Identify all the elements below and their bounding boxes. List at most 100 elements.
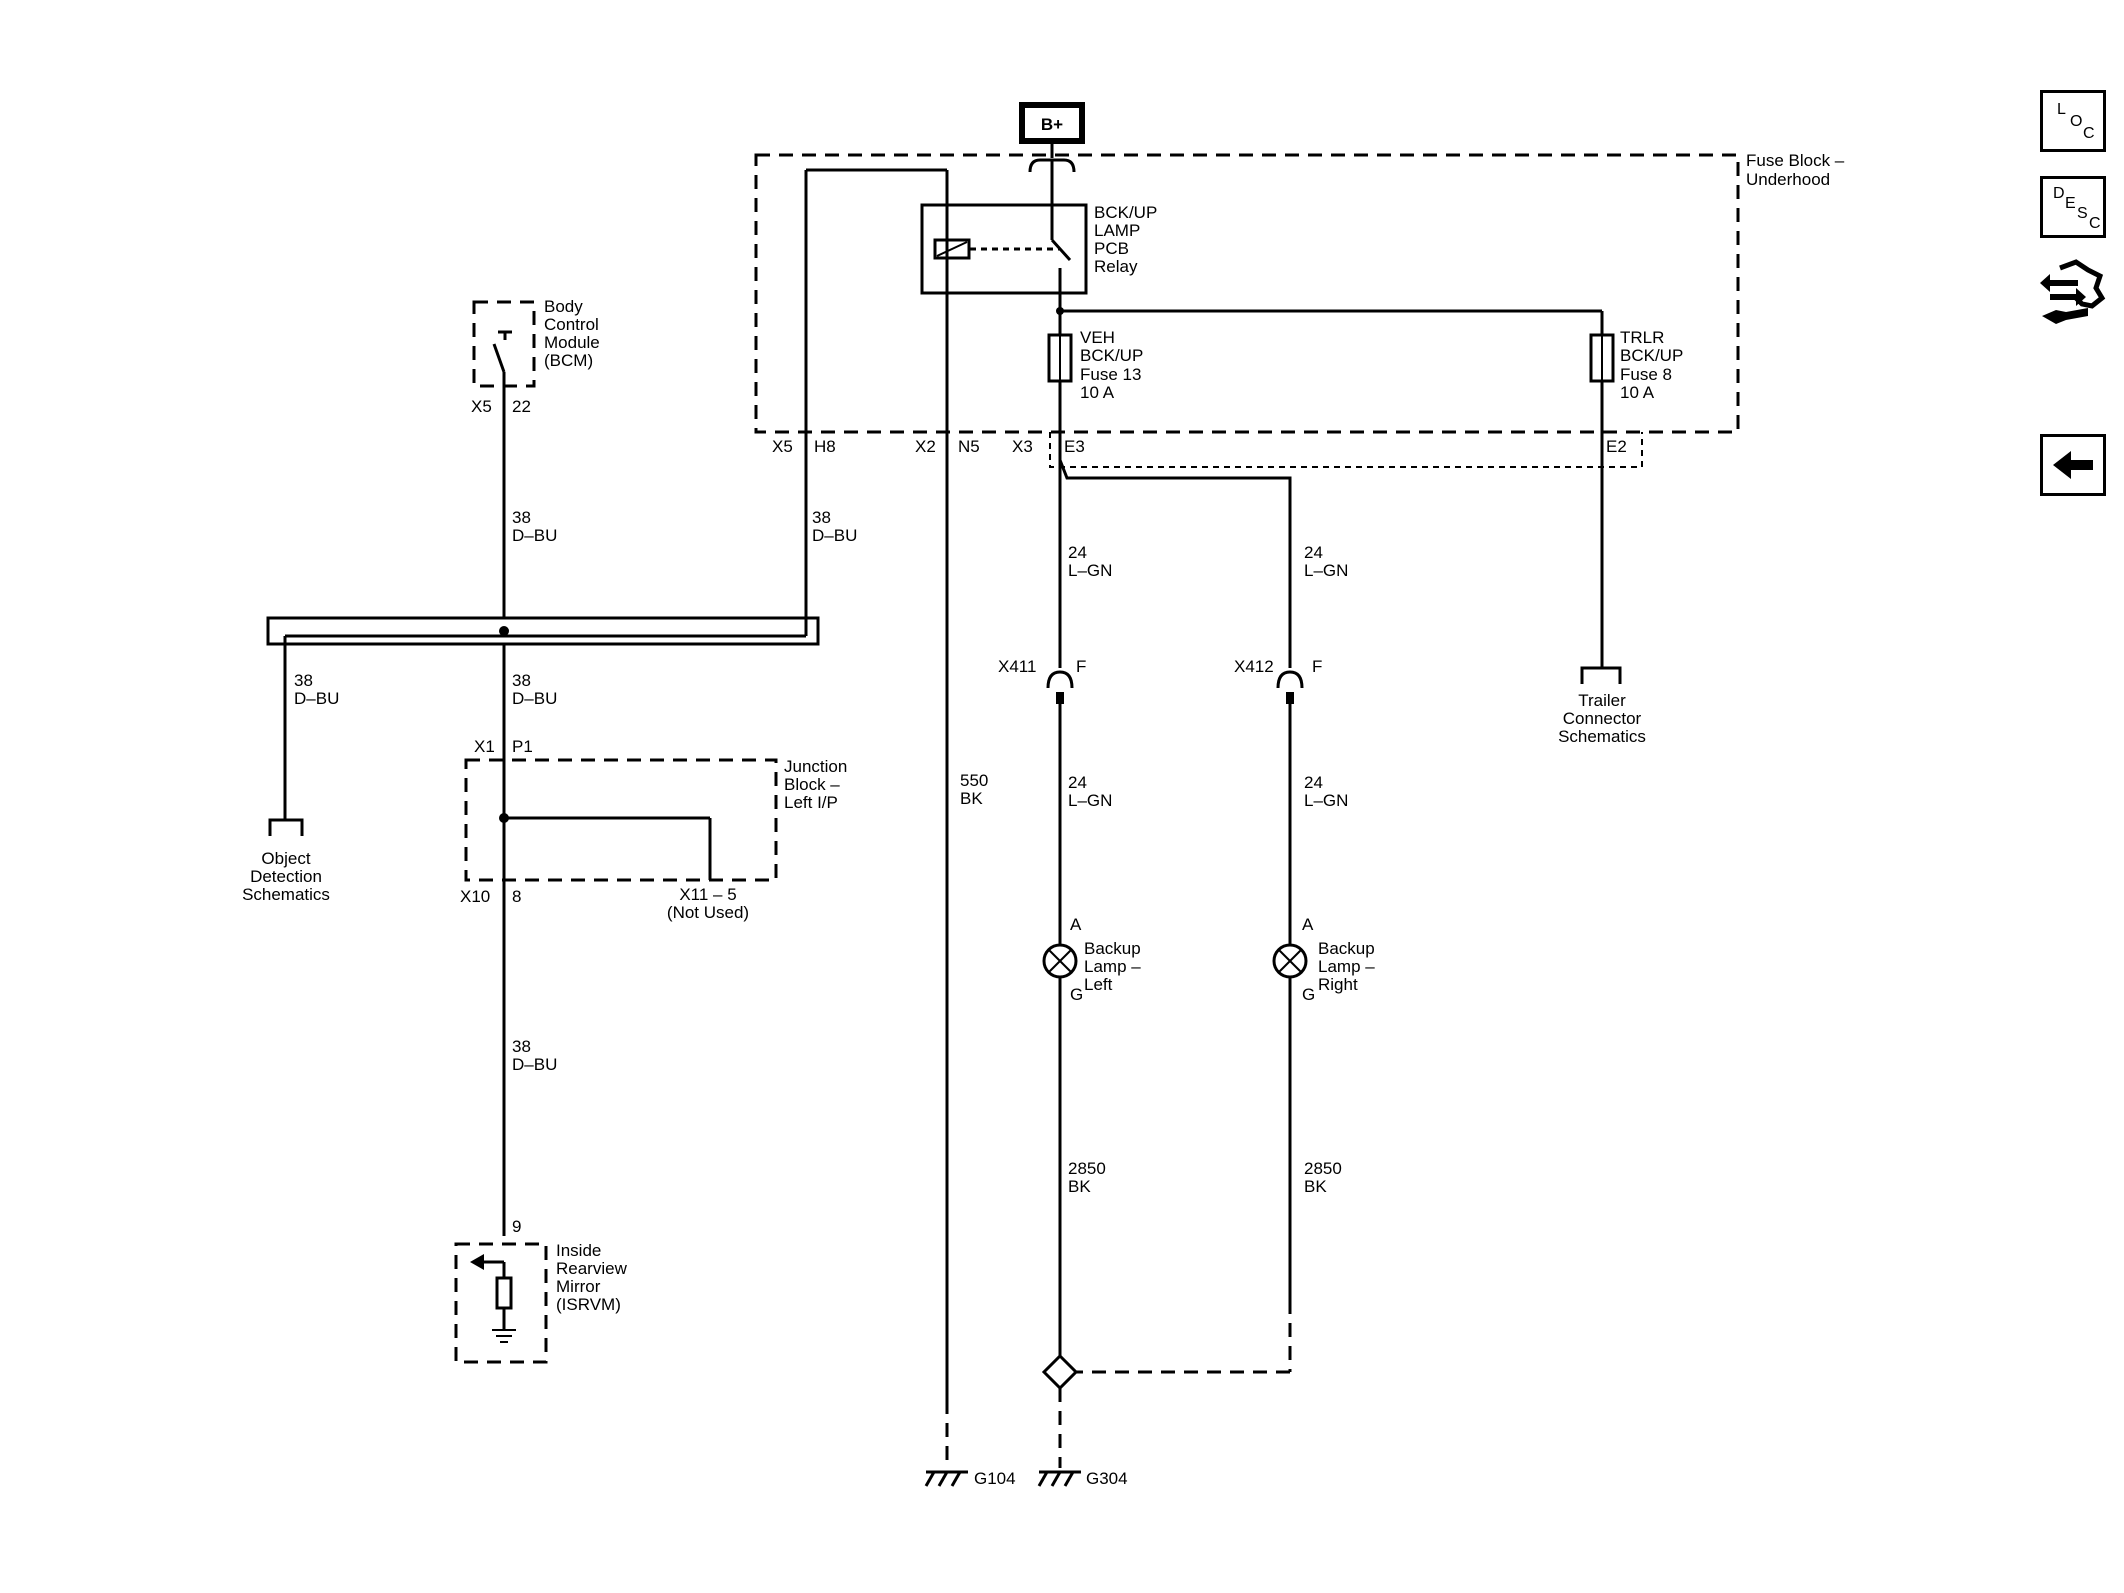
fuse-veh-label-4: 10 A [1080,383,1115,402]
junction-block-label-1: Junction [784,757,847,776]
fb-connector-x2: X2 [915,437,936,456]
fb-pin-e2: E2 [1606,437,1627,456]
connector-repair-button[interactable] [2036,254,2108,334]
relay-label-4: Relay [1094,257,1138,276]
desc-d: D [2053,185,2065,202]
x412-pin: F [1312,657,1322,676]
mirror-label-2: Rearview [556,1259,628,1278]
bcm-label-3: Module [544,333,600,352]
object-detection-connector: Object Detection Schematics [242,818,330,904]
x412-label: X412 [1234,657,1274,676]
wire-lgn-label: L–GN [1304,791,1348,810]
connector-repair-icon [2040,259,2106,324]
inside-rearview-mirror: 9 Inside Rearview Mirror (ISRVM) [454,1217,628,1364]
wire-38-label: 38 [512,1037,531,1056]
bcm-label-1: Body [544,297,583,316]
desc-e: E [2065,195,2076,212]
connector-x412: X412 F [1234,657,1322,704]
trailer-connector-label-1: Trailer [1578,691,1626,710]
mirror-label-1: Inside [556,1241,601,1260]
desc-c: C [2089,215,2101,232]
fb-pin-e3: E3 [1064,437,1085,456]
loc-o: O [2070,113,2083,130]
wire-bk-label: BK [960,789,983,808]
fuse-trlr-label-2: BCK/UP [1620,346,1683,365]
fb-pin-h8: H8 [814,437,836,456]
mirror-label-3: Mirror [556,1277,601,1296]
lamp-right-label-1: Backup [1318,939,1375,958]
ground-g104-label: G104 [974,1469,1016,1488]
bcm-label-2: Control [544,315,599,334]
wire-2850-label: 2850 [1068,1159,1106,1178]
wire-24-label: 24 [1068,543,1087,562]
relay-label-2: LAMP [1094,221,1140,240]
wire-dbu-label: D–BU [512,689,557,708]
object-detection-label-2: Detection [250,867,322,886]
fuse-veh-label-1: VEH [1080,328,1115,347]
jb-connector-x11: X11 – 5 [679,885,736,904]
desc-s: S [2077,205,2088,222]
lamp-left-pin-g: G [1070,985,1083,1004]
lamp-right-pin-g: G [1302,985,1315,1004]
fuse-trlr-label-1: TRLR [1620,328,1664,347]
jb-connector-x10: X10 [460,887,490,906]
ground-splice [1041,1353,1079,1391]
backup-lamp-left: A G Backup Lamp – Left [1042,915,1141,1004]
wire-38-label: 38 [512,671,531,690]
jb-connector-x1: X1 [474,737,495,756]
wire-550-label: 550 [960,771,988,790]
connector-x411: X411 F [998,657,1086,704]
lamp-right-label-3: Right [1318,975,1358,994]
ground-g304-label: G304 [1086,1469,1128,1488]
wire-38-label: 38 [512,508,531,527]
wire-bk-label: BK [1068,1177,1091,1196]
fb-connector-x3: X3 [1012,437,1033,456]
junction-block-label-2: Block – [784,775,840,794]
power-source: B+ [1019,102,1085,226]
wire-dbu-label: D–BU [512,1055,557,1074]
relay-label-3: PCB [1094,239,1129,258]
loc-c: C [2083,125,2095,142]
power-label: B+ [1041,115,1063,134]
jb-pin-p1: P1 [512,737,533,756]
fuse-trlr-label-4: 10 A [1620,383,1655,402]
lamp-left-pin-a: A [1070,915,1082,934]
back-arrow-icon [2053,451,2093,479]
wire-2850-label: 2850 [1304,1159,1342,1178]
wire-24-label: 24 [1304,543,1323,562]
lamp-right-pin-a: A [1302,915,1314,934]
trailer-connector-label-2: Connector [1563,709,1642,728]
fb-connector-x5: X5 [772,437,793,456]
bcm-label-4: (BCM) [544,351,593,370]
jb-not-used: (Not Used) [667,903,749,922]
fuse-block-underhood: Fuse Block – Underhood [754,151,1845,468]
fuse-veh-label-2: BCK/UP [1080,346,1143,365]
jb-pin-8: 8 [512,887,521,906]
wire-dbu-label: D–BU [812,526,857,545]
ground-g304: G304 [1037,1469,1128,1488]
wire-lgn-label: L–GN [1068,561,1112,580]
bcm-connector-x5: X5 [471,397,492,416]
object-detection-label-3: Schematics [242,885,330,904]
body-control-module: Body Control Module (BCM) X5 22 [471,297,600,416]
fuse-block-label-1: Fuse Block – [1746,151,1845,170]
wire-38-label: 38 [294,671,313,690]
fb-pin-n5: N5 [958,437,980,456]
wire-lgn-label: L–GN [1304,561,1348,580]
shielded-data-bus [266,168,949,1400]
fuse-trlr-label-3: Fuse 8 [1620,365,1672,384]
fuse-veh-label-3: Fuse 13 [1080,365,1141,384]
wire-24-label: 24 [1068,773,1087,792]
lamp-left-label-3: Left [1084,975,1113,994]
wire-lgn-label: L–GN [1068,791,1112,810]
fuse-trlr-bckup: TRLR BCK/UP Fuse 8 10 A [1589,328,1683,402]
wire-24-label: 24 [1304,773,1323,792]
wire-bk-label: BK [1304,1177,1327,1196]
mirror-pin-9: 9 [512,1217,521,1236]
back-button[interactable] [2040,434,2106,496]
trailer-connector: Trailer Connector Schematics [1558,666,1646,746]
description-button[interactable]: D E S C [2040,176,2106,238]
wire-dbu-label: D–BU [294,689,339,708]
mirror-label-4: (ISRVM) [556,1295,621,1314]
location-button[interactable]: L O C [2040,90,2106,152]
